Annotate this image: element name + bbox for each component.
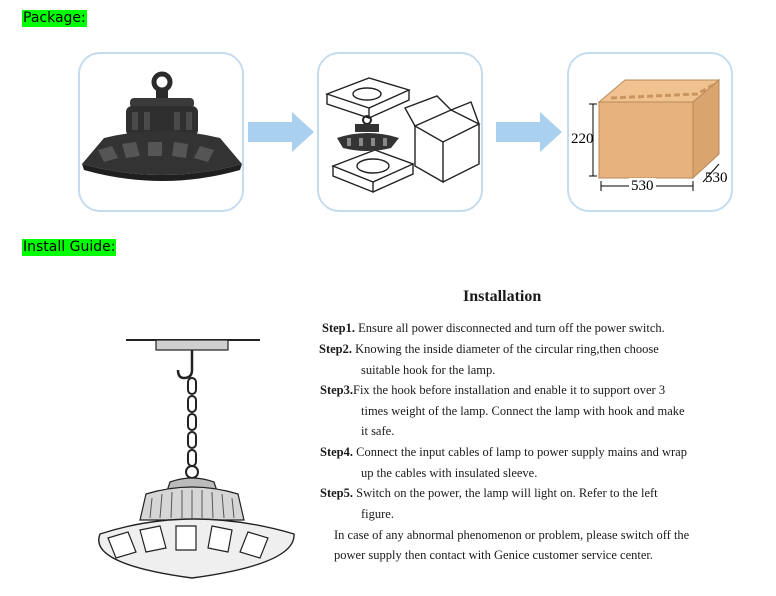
step-4: Step4. Connect the input cables of lamp … <box>320 445 687 460</box>
packing-components-image <box>324 77 481 194</box>
note-line-2: power supply then contact with Genice cu… <box>334 548 653 562</box>
step-3-label: Step3. <box>320 383 353 397</box>
step-5-text-cont: figure. <box>361 507 394 521</box>
step-5-label: Step5. <box>320 486 353 500</box>
step-3-text-cont-2: it safe. <box>361 424 395 438</box>
package-label: Package: <box>22 10 87 27</box>
installation-title: Installation <box>463 288 542 305</box>
step-5-text: Switch on the power, the lamp will light… <box>356 486 658 500</box>
step-2-label: Step2. <box>319 342 352 356</box>
carton-box-image <box>589 78 721 191</box>
step-3: Step3.Fix the hook before installation a… <box>320 383 665 398</box>
step-3-text: Fix the hook before installation and ena… <box>353 383 666 397</box>
packing-panel <box>317 52 483 212</box>
carton-depth-label: 530 <box>705 170 728 186</box>
step-1-label: Step1. <box>322 321 355 335</box>
carton-height-label: 220 <box>571 131 594 147</box>
step-2-text: Knowing the inside diameter of the circu… <box>355 342 659 356</box>
step-1: Step1. Ensure all power disconnected and… <box>322 321 665 336</box>
install-guide-label: Install Guide: <box>22 239 117 256</box>
hanging-lamp-illustration <box>98 339 295 579</box>
arrow-right-icon <box>496 112 562 152</box>
step-1-text: Ensure all power disconnected and turn o… <box>358 321 665 335</box>
step-2-text-cont: suitable hook for the lamp. <box>361 363 496 377</box>
step-4-text: Connect the input cables of lamp to powe… <box>356 445 687 459</box>
carton-dimensions-panel: 220 530 530 <box>567 52 733 212</box>
lamp-product-panel <box>78 52 244 212</box>
step-2: Step2. Knowing the inside diameter of th… <box>319 342 659 357</box>
arrow-right-icon <box>248 112 314 152</box>
note-line-1: In case of any abnormal phenomenon or pr… <box>334 528 690 542</box>
step-5: Step5. Switch on the power, the lamp wil… <box>320 486 658 501</box>
step-4-text-cont: up the cables with insulated sleeve. <box>361 466 538 480</box>
carton-width-label: 530 <box>629 178 656 195</box>
step-3-text-cont: times weight of the lamp. Connect the la… <box>361 404 685 418</box>
step-4-label: Step4. <box>320 445 353 459</box>
high-bay-lamp-image <box>82 71 242 181</box>
